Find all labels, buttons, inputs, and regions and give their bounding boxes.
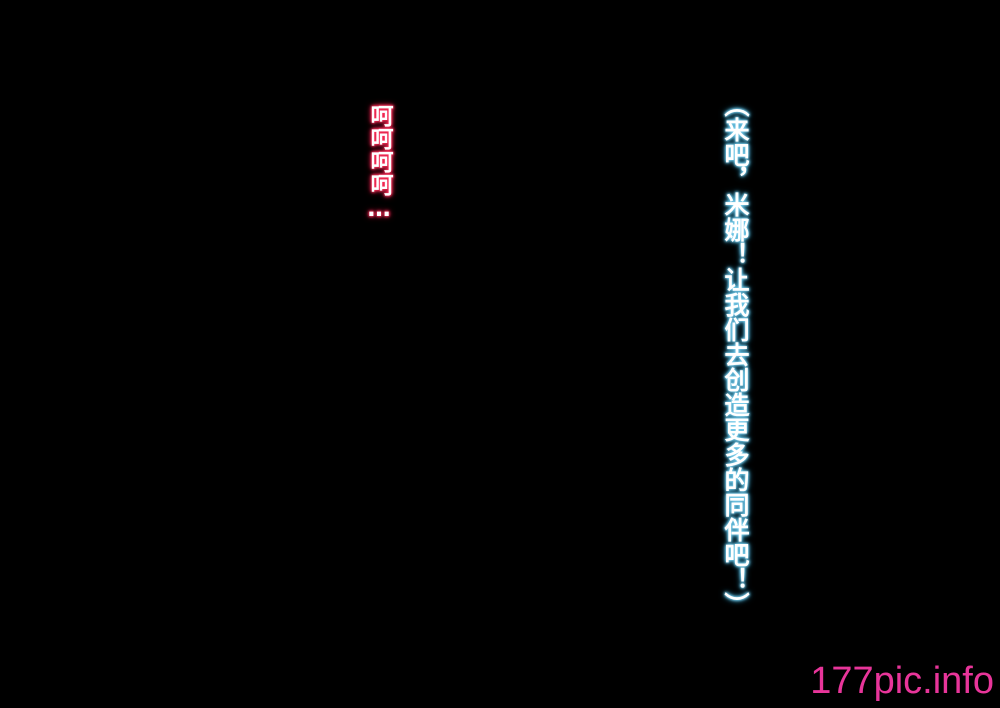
laugh-dialogue-text: 呵呵呵呵… xyxy=(366,104,392,222)
inner-thought-dialogue-text: （来吧，米娜！让我们去创造更多的同伴吧！） xyxy=(721,92,750,617)
site-watermark: 177pic.info xyxy=(810,660,994,702)
